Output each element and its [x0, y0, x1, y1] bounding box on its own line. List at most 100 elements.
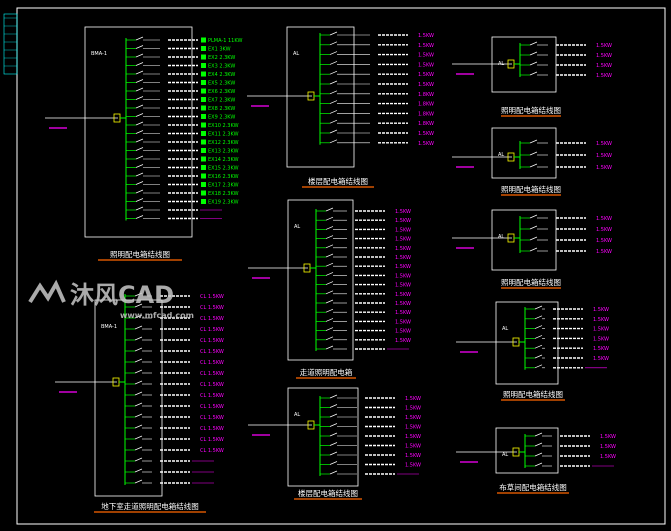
circuit-tag-label: 1.5KW: [418, 131, 434, 137]
circuit-tag-marker: [201, 190, 206, 196]
panel-enclosure: [286, 26, 355, 168]
circuit-breaker: [325, 253, 334, 258]
outgoing-circuit: 1.5KW: [520, 139, 612, 147]
panel-box-label: AL: [294, 224, 300, 230]
circuit-breaker: [329, 404, 338, 408]
circuit-tag-label: 1.5KW: [600, 454, 616, 460]
panel-5: AL1.5KW1.5KW1.5KW1.5KW1.5KW1.5KW1.5KW1.5…: [248, 387, 421, 500]
panel-box-label: BMA-1: [91, 51, 107, 57]
panel-enclosure: [495, 301, 559, 385]
circuit-tag-label: CL 1.5KW: [200, 404, 224, 410]
panel-title: 楼层配电箱结线图: [308, 176, 368, 186]
circuit-tag-label: CL 1.5KW: [200, 316, 224, 322]
outgoing-circuit: CL 1.5KW: [125, 424, 224, 432]
outgoing-circuit: EX10 2.3KW: [126, 121, 239, 129]
drawing-frame: [16, 7, 666, 525]
circuit-tag-label: CL 1.5KW: [200, 426, 224, 432]
panel-box-label: AL: [294, 412, 300, 418]
panel-3: AL1.5KW1.5KW1.5KW1.5KW1.5KW1.5KW1.5KW1.5…: [248, 199, 411, 379]
circuit-tag-label: 1.5KW: [596, 53, 612, 59]
circuit-breaker: [134, 457, 143, 462]
outgoing-circuit: 1.5KW: [525, 354, 609, 362]
outgoing-circuit: CL 1.5KW: [125, 336, 224, 344]
circuit-tag-marker: [201, 46, 206, 51]
panel-enclosure: [495, 427, 559, 474]
circuit-breaker: [329, 119, 338, 124]
circuit-tag-label: EX8 2.3KW: [208, 106, 235, 112]
circuit-breaker: [329, 413, 338, 418]
circuit-tag-marker: [201, 63, 206, 68]
circuit-tag-label: EX14 2.3KW: [208, 157, 239, 163]
outgoing-circuit: [525, 462, 614, 467]
circuit-tag-label: 1.5KW: [395, 218, 411, 224]
circuit-tag-label: CL 1.5KW: [200, 338, 224, 344]
outgoing-circuit: 1.5KW: [320, 70, 434, 78]
circuit-tag-label: EX11 2.3KW: [208, 132, 239, 138]
outgoing-circuit: CL 1.5KW: [125, 314, 224, 322]
outgoing-circuit: 1.5KW: [525, 432, 616, 440]
panel-title: 照明配电箱结线图: [501, 277, 561, 287]
outgoing-circuit: EX14 2.3KW: [126, 155, 239, 163]
circuit-breaker: [329, 41, 338, 46]
circuit-tag-label: CL 1.5KW: [200, 415, 224, 421]
circuit-breaker: [325, 281, 334, 285]
outgoing-circuit: EX2 2.3KW: [126, 53, 235, 61]
circuit-tag-label: EX18 2.3KW: [208, 191, 239, 197]
circuit-breaker: [329, 139, 338, 144]
panel-enclosure: [84, 26, 193, 238]
circuit-breaker: [534, 315, 543, 320]
circuit-tag-marker: [201, 148, 206, 153]
outgoing-circuit: 1.5KW: [320, 41, 434, 49]
circuit-breaker: [534, 325, 543, 329]
circuit-tag-marker: [201, 105, 206, 111]
circuit-breaker: [529, 139, 538, 144]
circuit-tag-label: EX9 2.3KW: [208, 115, 235, 121]
circuit-breaker: [534, 462, 543, 467]
circuit-breaker: [534, 335, 543, 339]
outgoing-circuit: 1.5KW: [320, 442, 421, 450]
circuit-tag-label: 1.5KW: [596, 73, 612, 79]
circuit-tag-label: EX2 2.3KW: [208, 55, 235, 61]
watermark-url: www.mfcad.com: [120, 311, 194, 320]
outgoing-circuit: EX9 2.3KW: [126, 113, 235, 121]
outgoing-circuit: 1.5KW: [525, 315, 609, 323]
circuit-tag-label: 1.5KW: [405, 406, 421, 412]
circuit-tag-label: CL 1.5KW: [200, 327, 224, 333]
circuit-tag-label: 1.5KW: [418, 33, 434, 39]
outgoing-circuit: 1.5KW: [520, 247, 612, 255]
circuit-breaker: [534, 442, 543, 447]
circuit-tag-marker: [201, 182, 206, 187]
outgoing-circuit: [126, 215, 222, 220]
watermark-logo-icon: [28, 279, 66, 304]
circuit-tag-label: 1.5KW: [395, 255, 411, 261]
outgoing-circuit: 1.5KW: [316, 308, 411, 316]
circuit-breaker: [135, 138, 144, 143]
circuit-breaker: [325, 226, 334, 230]
circuit-breaker: [135, 96, 144, 100]
circuit-breaker: [325, 244, 334, 249]
circuit-tag-marker: [201, 71, 206, 77]
outgoing-circuit: 1.5KW: [525, 442, 616, 450]
circuit-tag-label: EX13 2.3KW: [208, 149, 239, 155]
circuit-breaker: [329, 442, 338, 446]
circuit-breaker: [325, 272, 334, 276]
outgoing-circuit: 1.5KW: [320, 404, 421, 412]
circuit-tag-label: CL 1.5KW: [200, 393, 224, 399]
circuit-breaker: [325, 235, 334, 239]
outgoing-circuit: [126, 206, 222, 211]
outgoing-circuit: 1.5KW: [520, 236, 612, 244]
outgoing-circuit: 1.5KW: [520, 41, 612, 49]
circuit-tag-label: CL 1.5KW: [200, 371, 224, 377]
panel-title: 照明配电箱结线图: [501, 105, 561, 115]
outgoing-circuit: 1.5KW: [316, 281, 411, 289]
outgoing-circuit: 1.5KW: [520, 163, 612, 171]
circuit-breaker: [135, 206, 144, 211]
circuit-tag-label: 1.5KW: [596, 63, 612, 69]
circuit-tag-label: 1.8KW: [418, 92, 434, 98]
circuit-breaker: [135, 113, 144, 117]
circuit-breaker: [134, 468, 143, 473]
circuit-tag-label: 1.5KW: [395, 301, 411, 307]
circuit-breaker: [325, 299, 334, 304]
